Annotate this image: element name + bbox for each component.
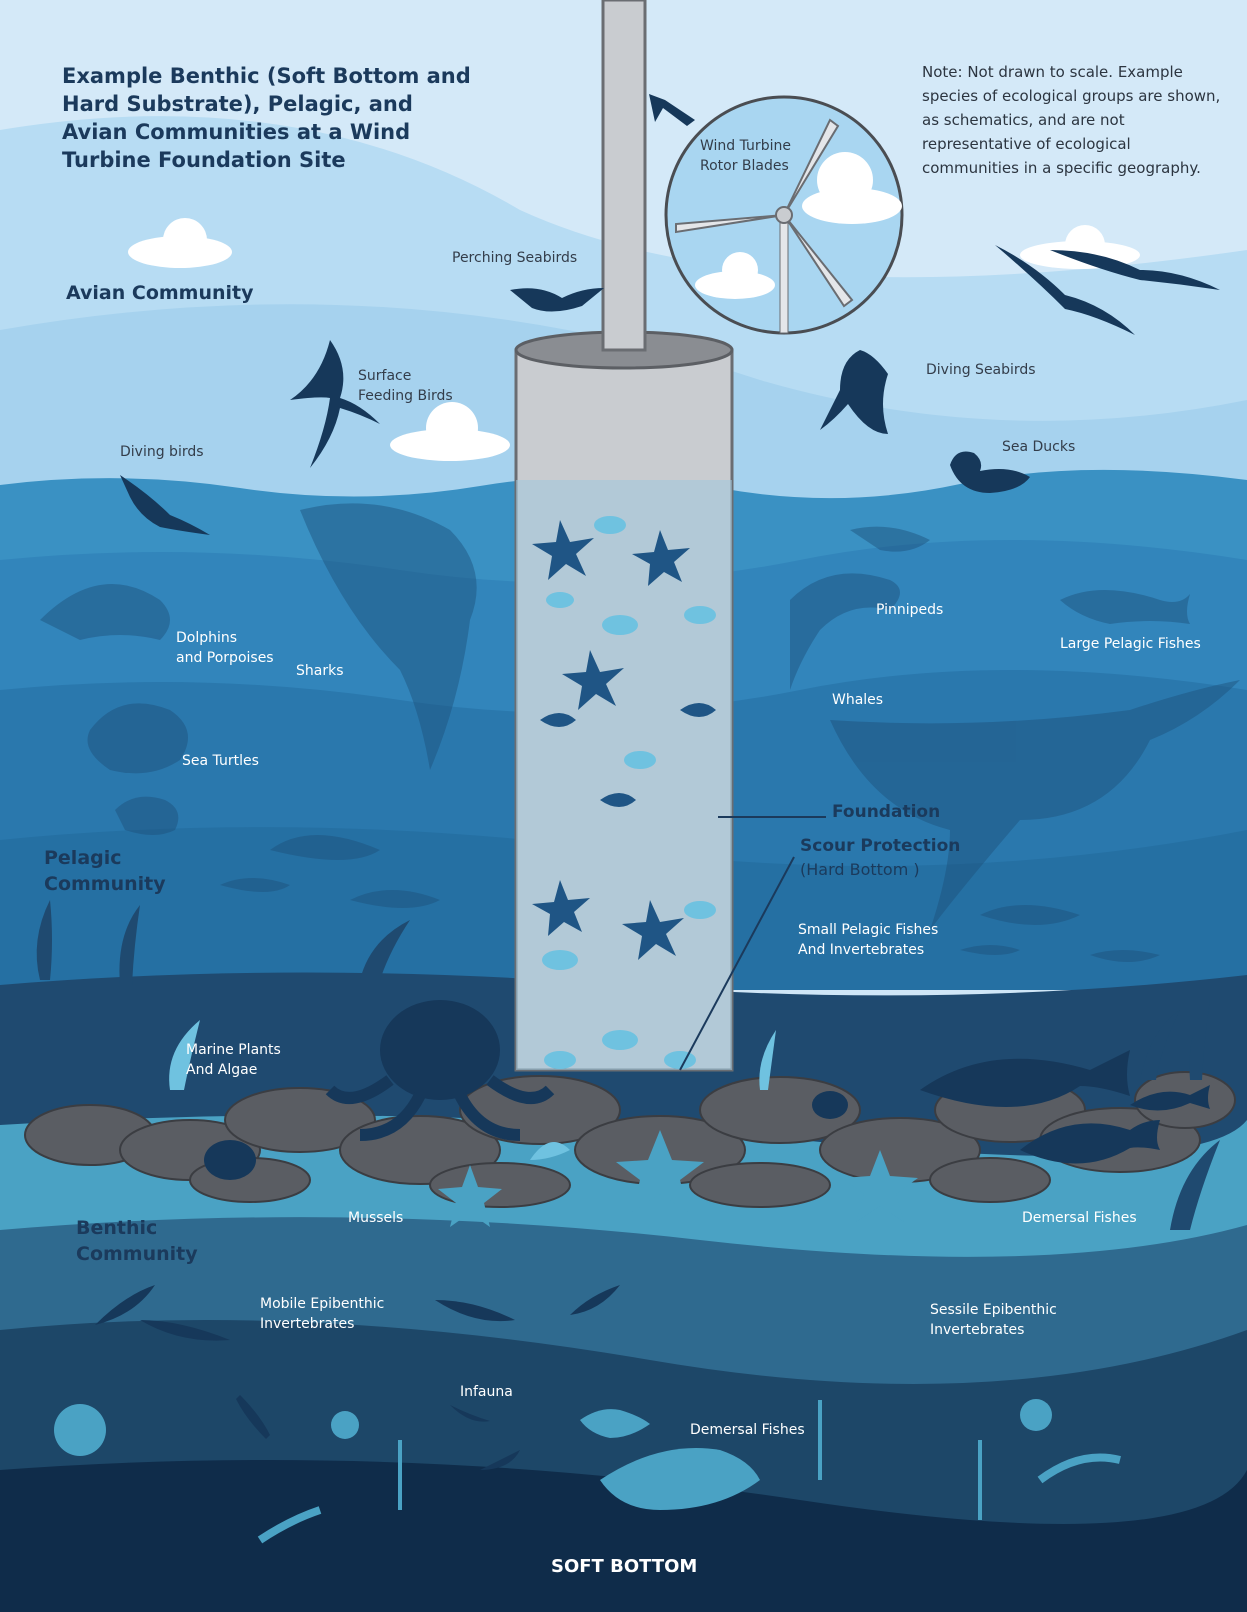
diagram-title: Example Benthic (Soft Bottom and Hard Su… [62,62,482,174]
label-rotor-blades: Wind Turbine Rotor Blades [700,136,791,176]
label-perching-seabirds: Perching Seabirds [452,248,577,268]
label-pinnipeds: Pinnipeds [876,600,943,620]
label-foundation: Foundation [832,802,940,822]
label-surface-feeding-birds: Surface Feeding Birds [358,366,453,406]
label-hard-bottom: (Hard Bottom ) [800,860,920,880]
label-large-pelagic-fishes: Large Pelagic Fishes [1060,634,1201,654]
label-sea-ducks: Sea Ducks [1002,437,1075,457]
avian-community-heading: Avian Community [66,280,254,306]
label-mobile-epibenthic: Mobile Epibenthic Invertebrates [260,1294,384,1334]
foundation-submerged [516,480,732,1070]
label-infauna: Infauna [460,1382,513,1402]
label-dolphins: Dolphins and Porpoises [176,628,274,668]
label-demersal-fishes-hard: Demersal Fishes [1022,1208,1137,1228]
pelagic-community-heading: Pelagic Community [44,845,166,897]
label-whales: Whales [832,690,883,710]
label-mussels: Mussels [348,1208,403,1228]
label-demersal-fishes-soft: Demersal Fishes [690,1420,805,1440]
label-marine-plants: Marine Plants And Algae [186,1040,281,1080]
scale-note: Note: Not drawn to scale. Example specie… [922,60,1232,180]
label-soft-bottom: SOFT BOTTOM [551,1557,697,1577]
label-diving-seabirds: Diving Seabirds [926,360,1036,380]
label-scour-protection: Scour Protection [800,836,960,856]
label-sharks: Sharks [296,661,344,681]
turbine-tower [603,0,645,350]
label-diving-birds: Diving birds [120,442,204,462]
rotor-inset [666,97,902,333]
label-sessile-epibenthic: Sessile Epibenthic Invertebrates [930,1300,1057,1340]
benthic-community-heading: Benthic Community [76,1215,198,1267]
label-sea-turtles: Sea Turtles [182,751,259,771]
label-small-pelagic: Small Pelagic Fishes And Invertebrates [798,920,938,960]
